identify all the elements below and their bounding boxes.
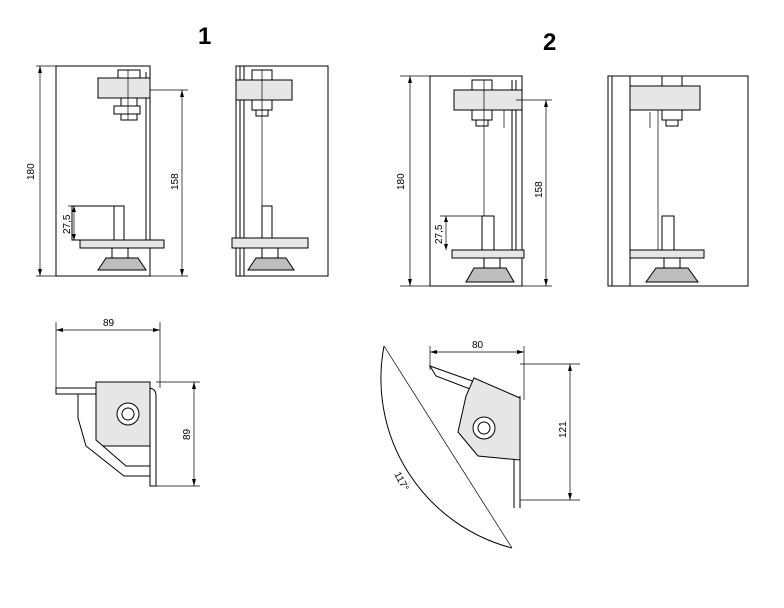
v1-width-top-dim: 89	[103, 318, 115, 329]
v2-height-rail-dim: 158	[534, 181, 545, 198]
v2-depth-top-dim: 121	[558, 421, 569, 438]
v1-front-view: 180 158 27,5	[26, 65, 188, 277]
v2-side-view	[607, 75, 749, 287]
v1-side-view	[231, 65, 329, 277]
v1-height-total-dim: 180	[26, 163, 37, 180]
v2-front-view: 180 158 27,5	[396, 75, 552, 287]
v2-width-top-dim: 80	[472, 340, 484, 351]
v1-depth-top-dim: 89	[182, 428, 193, 440]
v1-top-view: 89 89	[55, 318, 200, 487]
v2-top-view: 80 121 117°	[380, 340, 580, 549]
v2-height-total-dim: 180	[396, 173, 407, 190]
v1-height-foot-dim: 27,5	[62, 214, 73, 234]
v2-height-foot-dim: 27,5	[434, 224, 445, 244]
v2-angle-dim: 117°	[391, 470, 410, 493]
variant-1-label: 1	[198, 23, 211, 50]
v1-height-rail-dim: 158	[170, 173, 181, 190]
variant-2-label: 2	[543, 29, 556, 56]
